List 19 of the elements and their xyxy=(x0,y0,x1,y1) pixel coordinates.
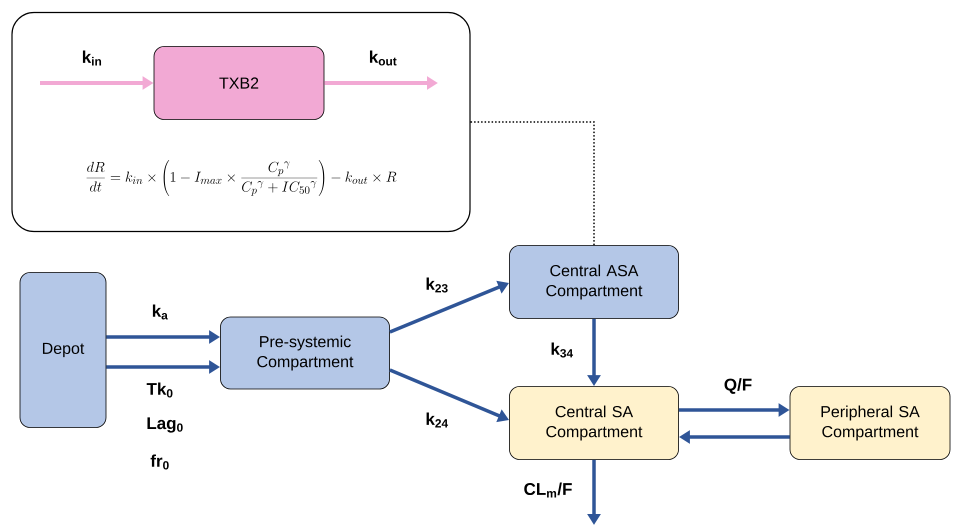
edge-label: k$_{34}$ xyxy=(549,341,575,359)
edge-label: k$_{24}$ xyxy=(424,412,450,428)
edge-label: CL$_{m}$/F xyxy=(522,482,574,498)
compartment-box: Central SA Compartment xyxy=(509,386,679,460)
edge-label: k$_{23}$ xyxy=(424,276,450,294)
edge-label: k$_{in}$ xyxy=(80,50,104,66)
edge-label: Tk$_{0}$ xyxy=(146,382,174,399)
compartment-box: Pre-systemic Compartment xyxy=(220,316,390,390)
edge-label: k$_{a}$ xyxy=(150,304,170,321)
connector-line xyxy=(470,121,595,246)
process-box: TXB2 xyxy=(154,46,324,120)
formula: $\frac{dR}{dt}=k_{in}\times\left(1-I_{max}\times\frac{{C_p}^{\gamma}}{{C_p}^{\gamma}+{IC_{50}}^{\gamma}}\right)-k_{out}\times R$ xyxy=(86,160,396,196)
edge-label: Q/F xyxy=(722,377,754,395)
parameter-label: Lag$_{0}$ xyxy=(147,417,183,433)
edge-label: k$_{out}$ xyxy=(368,50,398,67)
compartment-box: Central ASA Compartment xyxy=(509,245,679,319)
parameter-label: fr$_{0}$ xyxy=(150,454,169,470)
compartment-box: Depot xyxy=(20,272,106,428)
compartment-box: Peripheral SA Compartment xyxy=(790,386,950,460)
